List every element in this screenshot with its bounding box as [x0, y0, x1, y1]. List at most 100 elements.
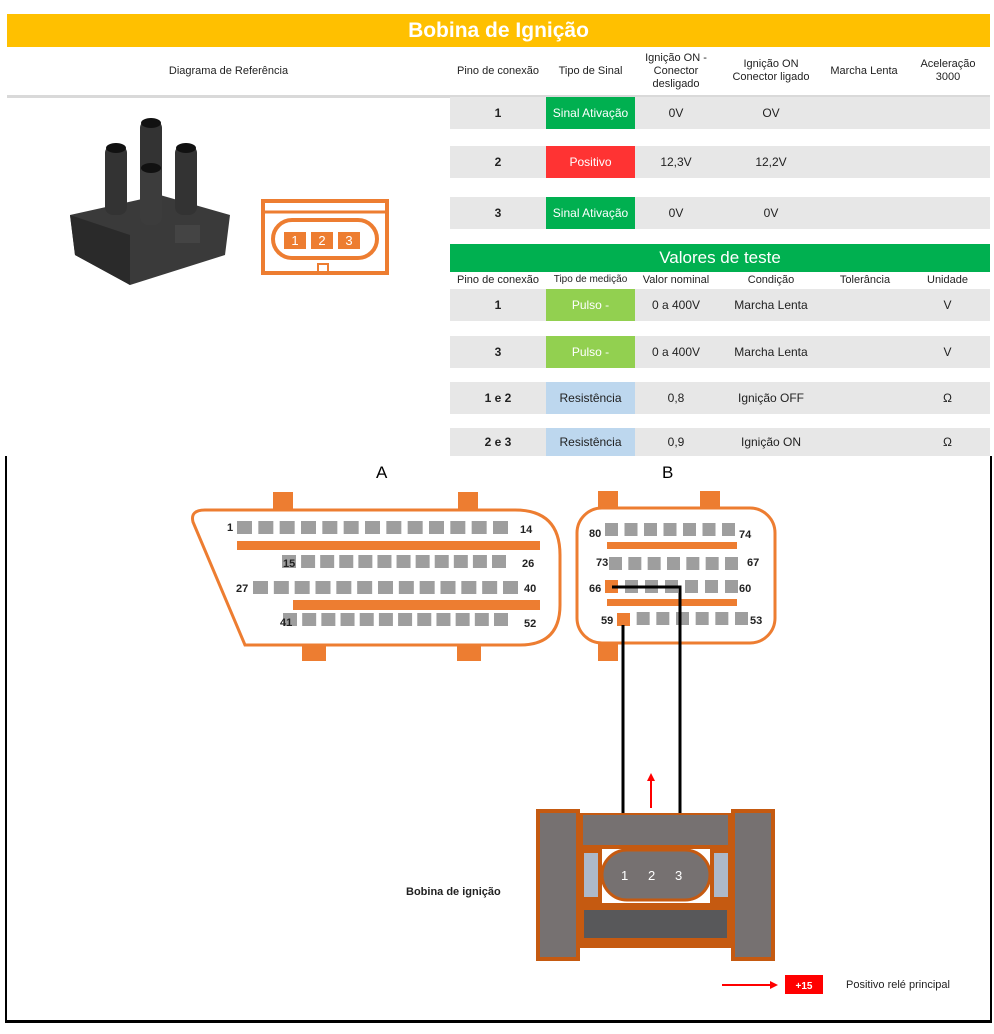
pin-slot	[336, 581, 352, 594]
pin-slot	[321, 613, 336, 626]
connector-a-tabs	[273, 491, 720, 661]
pin-slot	[676, 612, 689, 625]
unit: V	[943, 345, 952, 359]
header-diagram: Diagrama de Referência	[168, 64, 289, 77]
pin-slot	[624, 523, 638, 536]
connector-a-label: A	[376, 463, 388, 482]
reference-connector	[261, 199, 389, 275]
test-values-title: Valores de teste	[450, 244, 990, 272]
pin-slot	[398, 581, 414, 594]
pin-slot	[453, 555, 468, 568]
b-pin-label: 66	[589, 583, 601, 595]
header-ign-on: Ignição ON Conector ligado	[732, 58, 810, 83]
pin-slot	[294, 581, 310, 594]
pin-slot	[450, 521, 466, 534]
ref-pin-1: 1	[284, 232, 306, 249]
a-pin-label: 26	[522, 558, 534, 570]
ign-off-value: 12,3V	[660, 155, 692, 169]
pin-slot	[282, 555, 296, 568]
b-pin-label: 80	[589, 528, 601, 540]
nominal-value: 0 a 400V	[651, 298, 701, 312]
test-header-unit: Unidade	[927, 274, 968, 286]
pin-slot	[702, 523, 716, 536]
ign-on-value: OV	[762, 106, 780, 120]
nominal-value: 0 a 400V	[651, 345, 701, 359]
header-ign-off: Ignição ON - Conector desligado	[645, 51, 707, 90]
coil-label: Bobina de ignição	[406, 886, 501, 898]
page-title: Bobina de Ignição	[7, 14, 990, 47]
measure-type-badge: Resistência	[546, 428, 635, 456]
pin-slot	[359, 613, 374, 626]
signal-type-badge: Positivo	[546, 146, 635, 178]
condition: Ignição OFF	[737, 391, 805, 405]
legend-badge: +15	[796, 981, 813, 992]
ign-off-value: 0V	[668, 206, 684, 220]
measure-type-badge: Pulso -	[546, 289, 635, 321]
a-pin-label: 40	[524, 583, 536, 595]
unit: Ω	[943, 435, 952, 449]
pin-slot	[686, 557, 700, 570]
ign-off-value: 0V	[668, 106, 684, 120]
b-pin-label: 59	[601, 615, 613, 627]
ign-on-value: 12,2V	[755, 155, 787, 169]
signal-row: 3 Sinal Ativação 0V 0V	[450, 197, 990, 229]
pin-slot	[358, 555, 373, 568]
pin-slot	[237, 521, 252, 534]
b-pin-label: 53	[750, 615, 762, 627]
test-header-condition: Condição	[747, 274, 795, 286]
test-row: 2 e 3 Resistência 0,9 Ignição ON Ω	[450, 428, 990, 456]
pin-slot	[647, 557, 661, 570]
pin-slot	[378, 581, 393, 594]
pin: 2 e 3	[484, 435, 512, 449]
pin-slot	[253, 581, 268, 594]
ign-on-value: 0V	[763, 206, 779, 220]
signal-row: 2 Positivo 12,3V 12,2V	[450, 146, 990, 178]
b-pin-label: 67	[747, 557, 759, 569]
test-header-tolerance: Tolerância	[839, 274, 891, 286]
pin-slot	[493, 521, 508, 534]
b-pin-label: 74	[739, 529, 752, 541]
pin-slot	[436, 613, 451, 626]
signal-row: 1 Sinal Ativação 0V OV	[450, 97, 990, 129]
pin-slot	[417, 613, 432, 626]
pin: 3	[494, 345, 502, 359]
pin-slot	[705, 557, 719, 570]
unit: Ω	[943, 391, 952, 405]
pin-slot	[258, 521, 274, 534]
nominal-value: 0,8	[667, 391, 685, 405]
pin-slot	[357, 581, 373, 594]
b-pin-label: 73	[596, 557, 608, 569]
condition: Marcha Lenta	[734, 345, 808, 359]
pin-slot	[683, 523, 696, 536]
pin-slot	[725, 580, 738, 593]
test-header-nominal: Valor nominal	[642, 274, 710, 286]
legend-text: Positivo relé principal	[846, 979, 950, 991]
coil-pin-3: 3	[675, 868, 682, 883]
pin-slot	[302, 613, 317, 626]
b-pin-label: 60	[739, 583, 751, 595]
coil-pin-2: 2	[648, 868, 655, 883]
wires	[612, 585, 682, 813]
pin-slot	[628, 557, 642, 570]
pin-slot	[695, 612, 709, 625]
pin-slot	[705, 580, 718, 593]
pin: 1	[494, 298, 502, 312]
pin-slot	[503, 581, 518, 594]
connector-a-outline	[191, 508, 562, 647]
pin-66	[605, 580, 618, 593]
measure-type-badge: Pulso -	[546, 336, 635, 368]
pin-slot	[386, 521, 402, 534]
pin-slot	[429, 521, 444, 534]
signal-type-badge: Sinal Ativação	[546, 97, 635, 129]
pin-slot	[609, 557, 622, 570]
pin-slot	[339, 555, 354, 568]
ref-pin-3: 3	[338, 232, 360, 249]
test-header-type: Tipo de medição	[553, 274, 628, 285]
pin-59	[617, 613, 630, 626]
pin-slot	[725, 557, 738, 570]
test-row: 1 Pulso - 0 a 400V Marcha Lenta V	[450, 289, 990, 321]
wiring-frame	[5, 456, 992, 1023]
pin-slot	[415, 555, 430, 568]
a-pin-label: 14	[520, 524, 533, 536]
